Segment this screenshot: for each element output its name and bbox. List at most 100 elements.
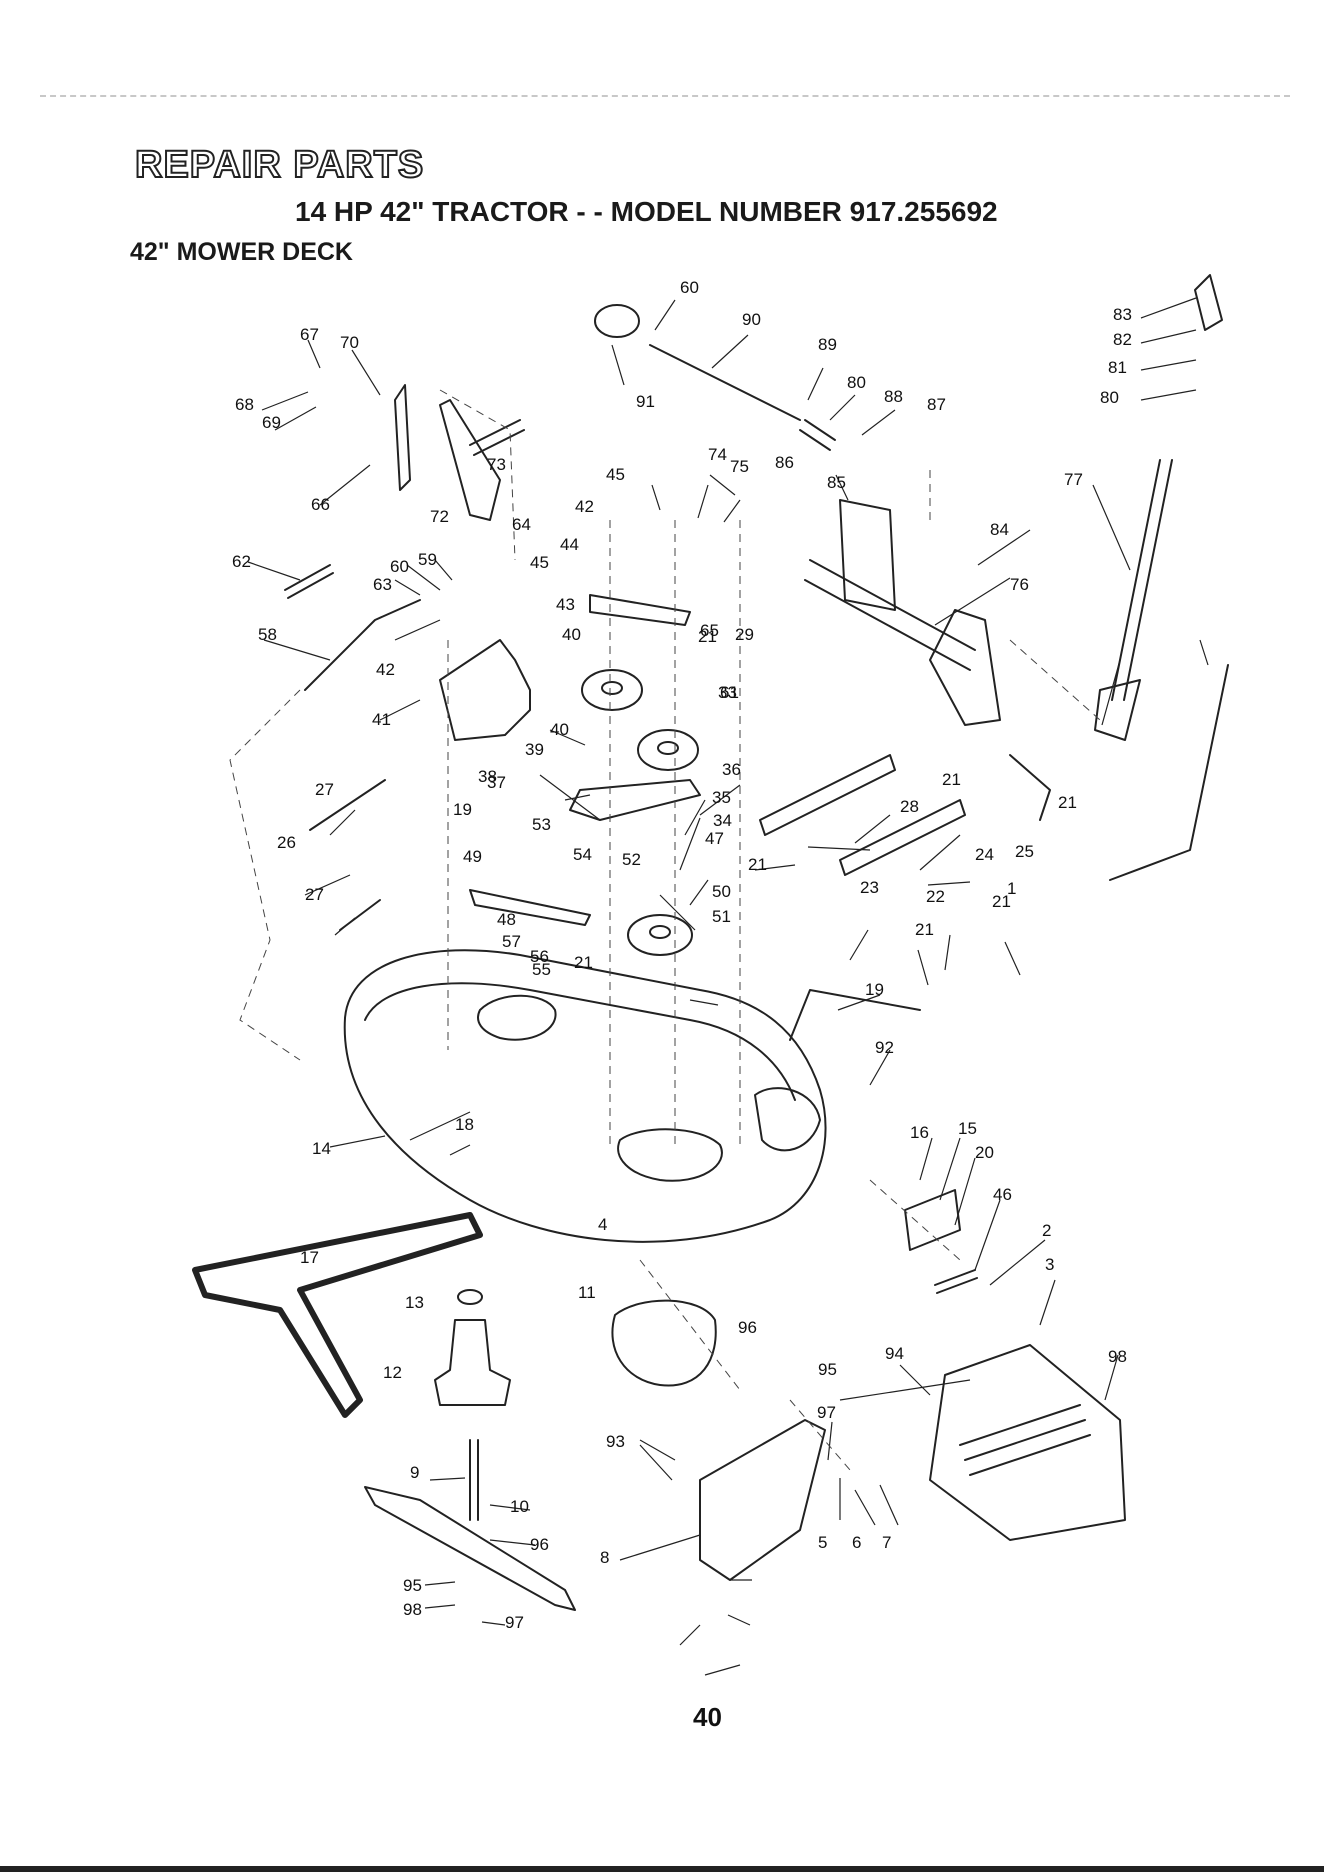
callout-14: 14 — [312, 1139, 331, 1158]
callout-75: 75 — [730, 457, 749, 476]
callout-57: 57 — [502, 932, 521, 951]
callout-96: 96 — [738, 1318, 757, 1337]
callout-42: 42 — [575, 497, 594, 516]
assembly-lines — [229, 389, 1101, 1471]
callout-20: 20 — [975, 1143, 994, 1162]
callout-4: 4 — [598, 1215, 607, 1234]
callout-40: 40 — [550, 720, 569, 739]
handle-grip — [1194, 274, 1223, 331]
callout-21: 21 — [748, 855, 767, 874]
callout-92: 92 — [875, 1038, 894, 1057]
callout-12: 12 — [383, 1363, 402, 1382]
callout-23: 23 — [860, 878, 879, 897]
callout-97: 97 — [817, 1403, 836, 1422]
front-hitch-rod — [789, 989, 921, 1041]
lift-link-26 — [1009, 754, 1051, 821]
callout-2: 2 — [1042, 1221, 1051, 1240]
callout-45: 45 — [530, 553, 549, 572]
link-rod-57 — [309, 779, 386, 831]
callout-94: 94 — [885, 1344, 904, 1363]
link-rod-59 — [304, 599, 421, 691]
callout-82: 82 — [1113, 330, 1132, 349]
callout-27: 27 — [315, 780, 334, 799]
front-lift-bracket — [839, 499, 896, 611]
callout-21: 21 — [915, 920, 934, 939]
idler-pulley-lower — [637, 729, 699, 771]
callout-68: 68 — [235, 395, 254, 414]
callout-73: 73 — [487, 455, 506, 474]
callout-85: 85 — [827, 473, 846, 492]
lift-bracket — [929, 609, 1001, 726]
model-subtitle: 14 HP 42" TRACTOR - - MODEL NUMBER 917.2… — [295, 196, 998, 227]
callout-58: 58 — [258, 625, 277, 644]
callout-63: 63 — [373, 575, 392, 594]
stepped-pulley — [627, 914, 693, 956]
adjusting-rod-89 — [649, 344, 801, 421]
idler-bracket — [589, 594, 691, 626]
callout-95: 95 — [403, 1576, 422, 1595]
callout-21: 21 — [574, 953, 593, 972]
link-plate — [439, 399, 501, 521]
callout-67: 67 — [300, 325, 319, 344]
callout-18: 18 — [455, 1115, 474, 1134]
idler-pulley-upper-hub — [601, 681, 623, 695]
callout-59: 59 — [418, 550, 437, 569]
callout-28: 28 — [900, 797, 919, 816]
spring-upper — [469, 419, 525, 456]
front-link-bar-upper — [759, 754, 896, 836]
callout-13: 13 — [405, 1293, 424, 1312]
callout-21: 21 — [1058, 793, 1077, 812]
chute-stripes — [959, 1404, 1091, 1476]
callout-53: 53 — [532, 815, 551, 834]
callout-39: 39 — [525, 740, 544, 759]
height-adjust-rod — [1109, 664, 1229, 881]
callout-42: 42 — [376, 660, 395, 679]
deck-spindle-housing — [617, 1128, 723, 1182]
callout-37: 37 — [487, 773, 506, 792]
callout-26: 26 — [277, 833, 296, 852]
callout-48: 48 — [497, 910, 516, 929]
callout-6: 6 — [852, 1533, 861, 1552]
callout-84: 84 — [990, 520, 1009, 539]
callout-35: 35 — [712, 788, 731, 807]
callout-81: 81 — [1108, 358, 1127, 377]
pivot-bracket — [394, 384, 411, 491]
bottom-rule — [0, 1866, 1324, 1872]
page-title: REPAIR PARTS — [134, 143, 425, 187]
callout-27: 27 — [305, 885, 324, 904]
deck-discharge-opening — [754, 1087, 821, 1152]
stepped-pulley-hub — [649, 925, 671, 939]
callout-56: 56 — [530, 947, 549, 966]
section-title: 42" MOWER DECK — [130, 238, 353, 266]
callout-25: 25 — [1015, 842, 1034, 861]
callout-10: 10 — [510, 1497, 529, 1516]
callout-60: 60 — [390, 557, 409, 576]
callout-46: 46 — [993, 1185, 1012, 1204]
callout-76: 76 — [1010, 575, 1029, 594]
spring-65 — [284, 564, 334, 599]
mower-deck-shell — [343, 949, 827, 1243]
callout-22: 22 — [926, 887, 945, 906]
callout-7: 7 — [882, 1533, 891, 1552]
callout-70: 70 — [340, 333, 359, 352]
callout-80: 80 — [847, 373, 866, 392]
callout-9: 9 — [410, 1463, 419, 1482]
callout-41: 41 — [372, 710, 391, 729]
callout-65: 65 — [700, 621, 719, 640]
lift-handle-rod — [1111, 459, 1173, 701]
callout-34: 34 — [713, 811, 732, 830]
callout-1: 1 — [1007, 879, 1016, 898]
discharge-chute — [929, 1344, 1126, 1541]
idler-pulley-lower-hub — [657, 741, 679, 755]
callout-77: 77 — [1064, 470, 1083, 489]
callout-43: 43 — [556, 595, 575, 614]
callout-91: 91 — [636, 392, 655, 411]
callout-88: 88 — [884, 387, 903, 406]
callout-69: 69 — [262, 413, 281, 432]
callout-47: 47 — [705, 829, 724, 848]
callout-96: 96 — [530, 1535, 549, 1554]
callout-44: 44 — [560, 535, 579, 554]
callout-33: 33 — [718, 683, 737, 702]
callout-15: 15 — [958, 1119, 977, 1138]
